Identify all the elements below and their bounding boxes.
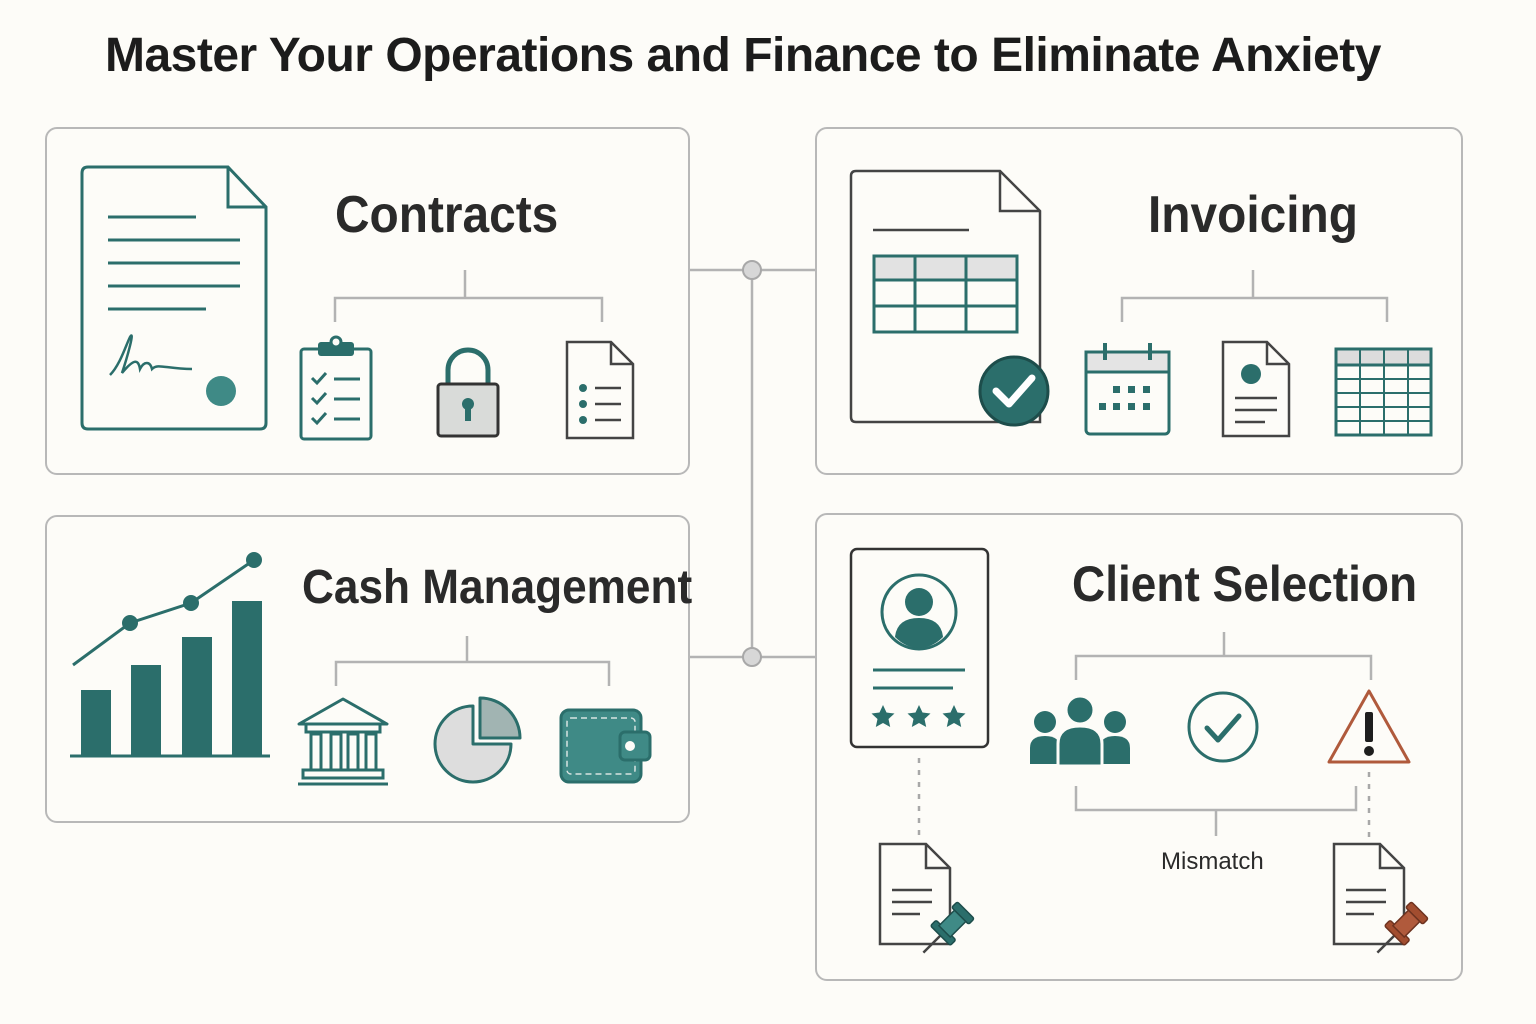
- pinned-document-icon: [878, 842, 975, 954]
- warning-icon: [1327, 689, 1411, 764]
- pie-chart-icon: [433, 696, 522, 784]
- client-selection-title: Client Selection: [1072, 556, 1418, 612]
- padlock-icon: [436, 347, 500, 438]
- calendar-icon: [1084, 343, 1171, 436]
- approved-check-icon: [1187, 691, 1259, 763]
- invoicing-title: Invoicing: [1148, 186, 1358, 244]
- bulleted-document-icon: [565, 340, 635, 440]
- client-group-icon: [1030, 694, 1130, 768]
- contracts-title: Contracts: [335, 186, 559, 244]
- spreadsheet-icon: [1334, 347, 1433, 437]
- pinned-document-warning-icon: [1332, 842, 1429, 954]
- connector-node-bottom: [742, 647, 762, 667]
- growth-bar-line-chart-icon: [70, 552, 270, 758]
- client-profile-card-icon: [849, 547, 990, 749]
- page-title: Master Your Operations and Finance to El…: [105, 29, 1381, 82]
- signed-contract-document-icon: [80, 165, 268, 431]
- cash-management-title: Cash Management: [302, 561, 693, 614]
- checklist-clipboard-icon: [299, 335, 373, 441]
- profile-document-icon: [1221, 340, 1291, 438]
- invoice-table-document-check-icon: [849, 169, 1050, 427]
- bank-icon: [297, 697, 389, 786]
- wallet-icon: [559, 708, 652, 784]
- connector-node-top: [742, 260, 762, 280]
- mismatch-label: Mismatch: [1161, 848, 1264, 875]
